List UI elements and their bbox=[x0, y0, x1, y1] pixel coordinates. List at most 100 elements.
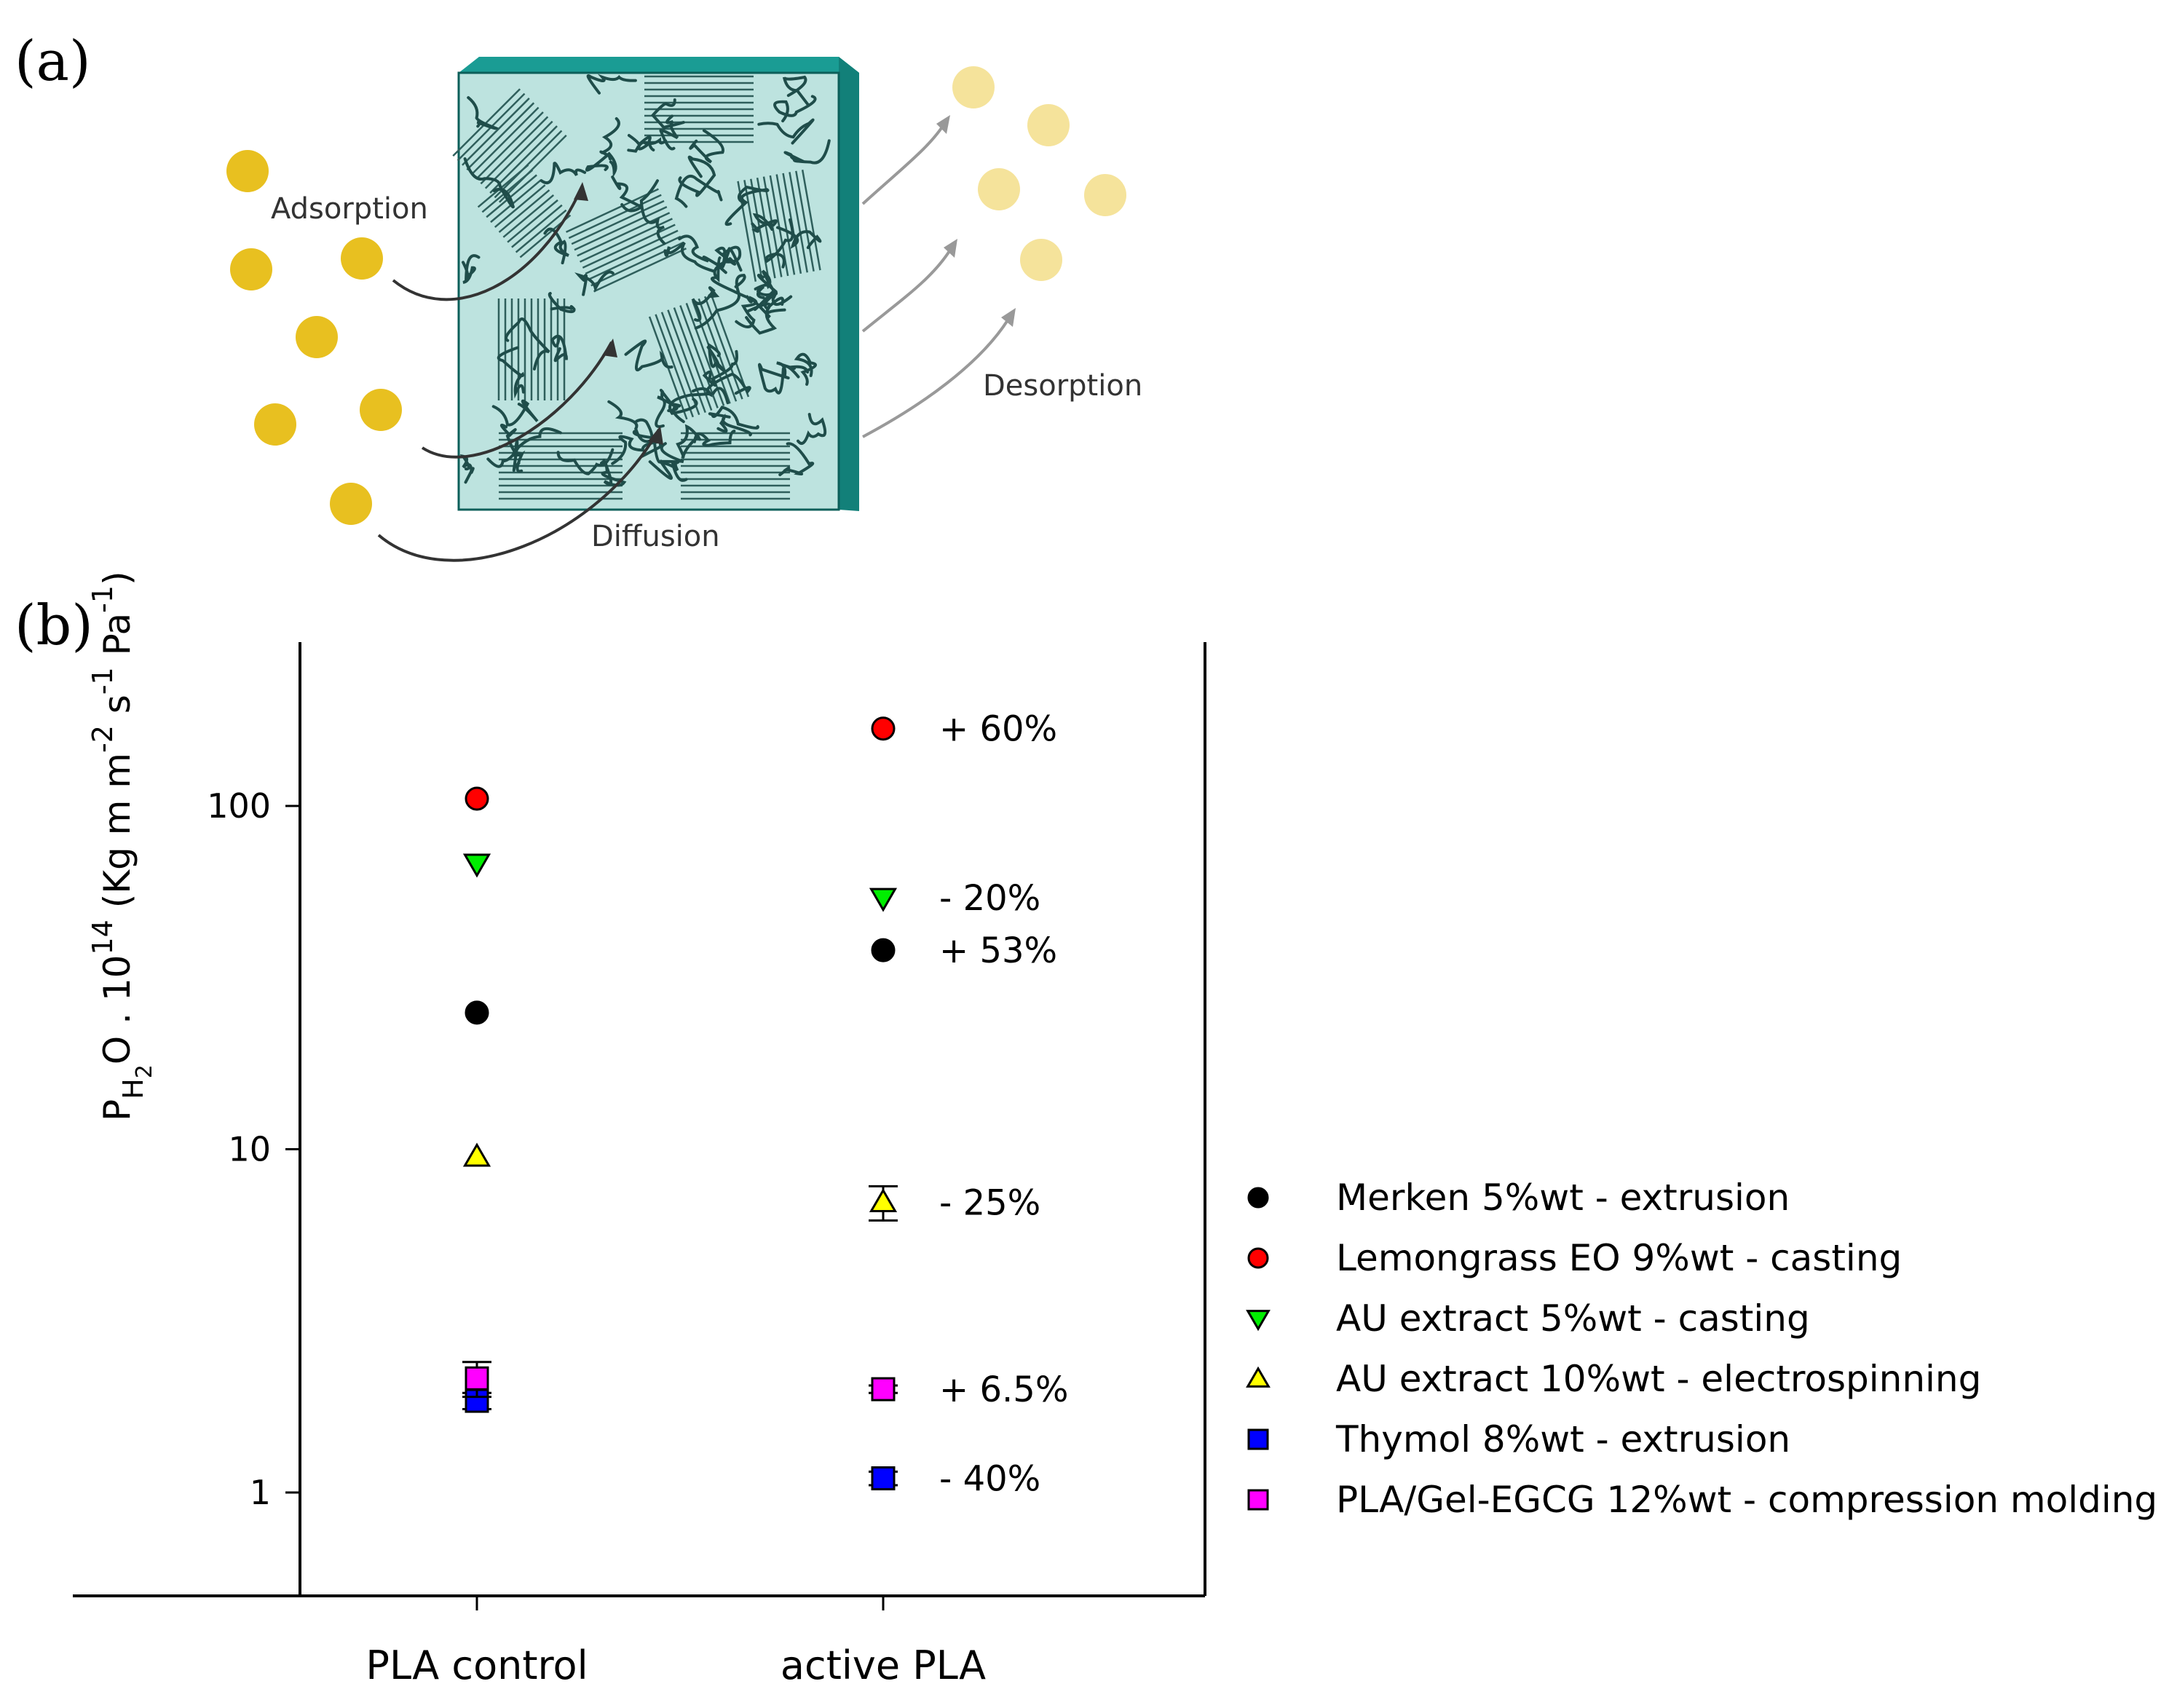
desorption-arrow-1 bbox=[861, 119, 948, 205]
molecule-dot bbox=[1084, 174, 1126, 216]
membrane-side-edge bbox=[839, 57, 859, 511]
molecule-dot bbox=[360, 389, 402, 431]
percent-change-label: + 6.5% bbox=[939, 1369, 1068, 1410]
amorphous-chain bbox=[467, 96, 499, 130]
amorphous-chain bbox=[505, 317, 550, 371]
data-point bbox=[869, 1188, 898, 1213]
legend-marker bbox=[1246, 1310, 1271, 1332]
amorphous-chain bbox=[586, 74, 637, 95]
legend-item: Lemongrass EO 9%wt - casting bbox=[1247, 1237, 1902, 1279]
amorphous-chain bbox=[708, 406, 759, 430]
amorphous-chain bbox=[556, 448, 615, 475]
legend-item: AU extract 10%wt - electrospinning bbox=[1246, 1358, 1981, 1400]
data-point bbox=[462, 853, 491, 878]
percent-change-label: - 25% bbox=[939, 1183, 1040, 1224]
percent-change-label: - 40% bbox=[939, 1459, 1040, 1500]
amorphous-chain bbox=[689, 129, 724, 164]
desorbed-molecules bbox=[952, 66, 1126, 281]
amorphous-chain bbox=[753, 285, 775, 312]
x-categories: PLA control active PLA bbox=[366, 1596, 986, 1688]
molecule-dot bbox=[296, 316, 338, 358]
diffusion-label: Diffusion bbox=[591, 520, 720, 553]
legend-item: Thymol 8%wt - extrusion bbox=[1247, 1418, 1790, 1460]
y-axis-label: PH2O . 1014 (Kg m m-2 s-1 Pa-1) bbox=[87, 571, 157, 1121]
legend-label: AU extract 10%wt - electrospinning bbox=[1336, 1358, 1981, 1400]
legend-item: AU extract 5%wt - casting bbox=[1246, 1297, 1810, 1340]
amorphous-chain bbox=[652, 439, 684, 472]
adsorption-label: Adsorption bbox=[271, 192, 428, 226]
amorphous-chain bbox=[692, 430, 736, 447]
lamella bbox=[452, 88, 567, 203]
process-arrows bbox=[377, 115, 1016, 562]
amorphous-chain bbox=[463, 157, 515, 209]
amorphous-chain bbox=[676, 424, 702, 459]
amorphous-chain bbox=[639, 179, 666, 245]
legend-label: PLA/Gel-EGCG 12%wt - compression molding bbox=[1336, 1479, 2157, 1521]
amorphous-chain bbox=[751, 213, 778, 233]
amorphous-chain bbox=[782, 75, 810, 107]
data-point bbox=[465, 1388, 489, 1413]
percent-change-label: - 20% bbox=[939, 878, 1040, 919]
amorphous-chain bbox=[757, 118, 815, 145]
amorphous-chain bbox=[761, 361, 810, 380]
amorphous-chain bbox=[691, 286, 720, 322]
amorphous-chain bbox=[754, 269, 778, 296]
panel-a-diagram: (a) Adsorption Diffusion Desorption bbox=[15, 28, 1142, 562]
amorphous-chain bbox=[611, 435, 658, 465]
legend-label: Merken 5%wt - extrusion bbox=[1336, 1177, 1790, 1219]
percent-change-label: + 53% bbox=[939, 930, 1057, 971]
amorphous-chain bbox=[764, 218, 794, 269]
amorphous-chain bbox=[491, 399, 539, 427]
adsorption-arrowhead bbox=[574, 182, 588, 201]
amorphous-chain bbox=[624, 339, 673, 372]
molecule-dot bbox=[254, 403, 296, 446]
diffusion-arrow-1 bbox=[421, 341, 613, 459]
amorphous-chain bbox=[797, 413, 827, 445]
y-tick-label: 1 bbox=[250, 1473, 271, 1512]
data-point bbox=[871, 1466, 896, 1491]
legend-marker bbox=[1247, 1489, 1269, 1511]
amorphous-chain bbox=[794, 352, 818, 386]
panel-b-label: (b) bbox=[15, 593, 93, 657]
amorphous-chain bbox=[735, 295, 758, 329]
data-point bbox=[465, 1000, 489, 1025]
polymer-texture bbox=[452, 74, 831, 500]
data-point bbox=[871, 1377, 896, 1401]
adsorption-arrow bbox=[392, 185, 584, 301]
desorption-arrowhead-3 bbox=[1001, 308, 1016, 327]
amorphous-chain bbox=[745, 302, 778, 335]
diffusion-arrowhead-1 bbox=[602, 339, 617, 357]
legend-label: Lemongrass EO 9%wt - casting bbox=[1336, 1237, 1902, 1279]
amorphous-chain bbox=[678, 155, 716, 197]
percent-change-labels: + 53%+ 60%- 20%- 25%- 40%+ 6.5% bbox=[939, 709, 1068, 1500]
amorphous-chain bbox=[627, 134, 649, 153]
desorption-label: Desorption bbox=[983, 369, 1142, 403]
amorphous-chain bbox=[692, 373, 751, 398]
data-points bbox=[462, 716, 898, 1491]
molecule-dot bbox=[1020, 239, 1062, 281]
molecule-dot bbox=[952, 66, 995, 108]
legend-label: Thymol 8%wt - extrusion bbox=[1335, 1418, 1790, 1460]
amorphous-chain bbox=[655, 395, 685, 428]
amorphous-chain bbox=[512, 439, 523, 473]
y-tick-label: 10 bbox=[228, 1130, 271, 1169]
molecule-dot bbox=[330, 483, 372, 525]
lamella bbox=[566, 188, 687, 293]
amorphous-chain bbox=[599, 117, 620, 161]
legend-marker bbox=[1246, 1366, 1271, 1388]
amorphous-chain bbox=[776, 226, 822, 250]
molecule-dot bbox=[1027, 104, 1070, 146]
x-category-label: PLA control bbox=[366, 1642, 588, 1688]
lamella bbox=[477, 164, 572, 258]
data-point bbox=[465, 1366, 489, 1391]
amorphous-chain bbox=[778, 442, 815, 477]
desorption-arrowhead-2 bbox=[944, 239, 957, 258]
x-category-label: active PLA bbox=[781, 1642, 986, 1688]
adsorbing-molecules bbox=[226, 150, 402, 525]
diffusion-arrowhead-2 bbox=[648, 426, 663, 445]
data-point bbox=[869, 887, 898, 912]
diffusion-arrow-2 bbox=[377, 429, 660, 562]
lamella bbox=[681, 432, 790, 500]
amorphous-chain bbox=[659, 114, 679, 151]
